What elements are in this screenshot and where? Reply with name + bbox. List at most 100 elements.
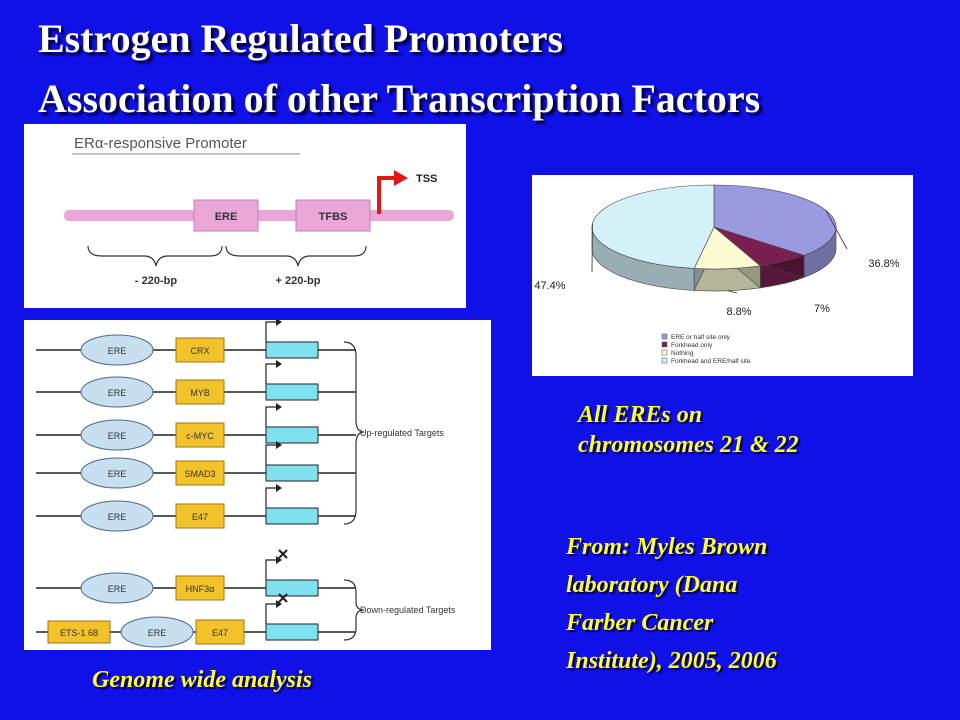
factor-label: E47 <box>212 628 228 638</box>
factor-box <box>175 460 225 486</box>
legend-label: ERE or half site only <box>671 334 731 341</box>
factor-box <box>175 337 225 363</box>
pie-slice <box>591 184 715 269</box>
pie-value-label: 47.4% <box>534 280 565 292</box>
tss-arrow-icon <box>265 559 278 580</box>
tss-arrow-icon <box>265 321 278 342</box>
factor-label: SMAD3 <box>184 469 215 479</box>
factor-label: c-MYC <box>186 431 214 441</box>
target-gene-box <box>265 426 319 444</box>
tss-arrow-icon <box>265 487 278 508</box>
tss-arrowhead-icon <box>276 600 282 608</box>
pie-leader-line <box>727 290 738 294</box>
tss-arrowhead-icon <box>276 360 282 368</box>
ere-label: ERE <box>108 584 127 594</box>
ere-label: ERE <box>108 512 127 522</box>
ere-ellipse <box>80 334 154 366</box>
regulation-row: ERE CRX <box>36 320 356 366</box>
caption-source-line4: Institute), 2005, 2006 <box>566 648 777 674</box>
regulation-row: ERE c-MYC <box>36 403 356 451</box>
legend-label: Forkhead only <box>671 342 713 349</box>
factor-label: E47 <box>192 512 208 522</box>
tss-arrow-icon <box>265 406 278 427</box>
caption-source-line3: Farber Cancer <box>566 610 714 636</box>
tfbs-label: TFBS <box>319 211 348 223</box>
target-gene-box <box>265 579 319 597</box>
legend-swatch <box>661 357 668 364</box>
tss-arrowhead-icon <box>276 484 282 492</box>
ere-label: ERE <box>148 628 167 638</box>
ere-label: ERE <box>108 346 127 356</box>
down-regulated-brace <box>343 579 365 641</box>
factor-label: MYB <box>190 388 210 398</box>
regulation-row: ERE SMAD3 <box>36 441 356 489</box>
downstream-brace <box>225 245 367 267</box>
slide-title-line1: Estrogen Regulated Promoters <box>38 16 564 61</box>
pie-leader-line <box>783 278 800 284</box>
caption-source-line1: From: Myles Brown <box>566 534 768 560</box>
target-gene-box <box>265 383 319 401</box>
block-x-icon <box>278 549 288 559</box>
pie-slice <box>713 184 837 256</box>
factor-label: HNF3α <box>186 584 215 594</box>
promoter-diagram: ERα-responsive Promoter ERE TFBS TSS - 2… <box>24 124 466 308</box>
tss-arrow-icon <box>265 363 278 384</box>
ere-label: ERE <box>108 469 127 479</box>
regulation-row: ETS-1 68 ERE E47 <box>36 593 356 648</box>
factor-box <box>195 619 245 645</box>
target-gene-box <box>265 623 319 641</box>
factor-box <box>175 503 225 529</box>
ets-label: ETS-1 68 <box>60 628 98 638</box>
up-regulated-brace <box>343 341 365 525</box>
target-gene-box <box>265 507 319 525</box>
regulation-row: ERE HNF3α <box>36 549 356 604</box>
legend-label: Nothing <box>671 350 694 357</box>
regulation-row: ERE MYB <box>36 360 356 408</box>
ere-ellipse <box>80 572 154 604</box>
upstream-label: - 220-bp <box>135 275 177 287</box>
regulation-row: ERE E47 <box>36 484 356 532</box>
ere-label: ERE <box>215 211 238 223</box>
legend-swatch <box>661 333 668 340</box>
tss-arrow-icon <box>377 170 408 214</box>
tfbs-box <box>295 199 371 232</box>
ere-label: ERE <box>108 431 127 441</box>
target-gene-box <box>265 464 319 482</box>
pie-value-label: 36.8% <box>868 258 899 270</box>
ere-label: ERE <box>108 388 127 398</box>
tss-label: TSS <box>416 173 437 185</box>
slide-title-line2: Association of other Transcription Facto… <box>38 76 761 121</box>
caption-eres: All EREs on chromosomes 21 & 22 <box>578 400 918 460</box>
target-gene-box <box>265 341 319 359</box>
caption-eres-line2: chromosomes 21 & 22 <box>578 432 799 458</box>
dna-strand <box>64 210 454 221</box>
factor-box <box>175 575 225 601</box>
tss-arrowhead-icon <box>276 320 282 326</box>
upstream-brace <box>87 245 223 267</box>
legend-label: Forkhead and ERE/half site <box>671 358 751 365</box>
factor-box <box>175 379 225 405</box>
pie-value-label: 7% <box>814 303 830 315</box>
legend-swatch <box>661 349 668 356</box>
caption-source-line2: laboratory (Dana <box>566 572 738 598</box>
factor-label: CRX <box>190 346 209 356</box>
downstream-label: + 220-bp <box>276 275 321 287</box>
promoter-heading: ERα-responsive Promoter <box>74 135 247 152</box>
ere-ellipse <box>80 500 154 532</box>
ets-box <box>47 620 111 644</box>
legend-swatch <box>661 341 668 348</box>
up-regulated-label: Up-regulated Targets <box>360 428 444 438</box>
caption-eres-line1: All EREs on <box>578 402 703 428</box>
tss-arrowhead-icon <box>276 441 282 449</box>
factor-box <box>175 422 225 448</box>
caption-genome-wide: Genome wide analysis <box>92 667 312 693</box>
ere-ellipse <box>80 419 154 451</box>
ere-ellipse <box>80 376 154 408</box>
tss-arrowhead-icon <box>276 556 282 564</box>
pie-value-label: 8.8% <box>726 306 751 318</box>
ere-ellipse <box>120 616 194 648</box>
tss-arrow-icon <box>265 444 278 465</box>
caption-source: From: Myles Brown laboratory (Dana Farbe… <box>566 528 866 680</box>
